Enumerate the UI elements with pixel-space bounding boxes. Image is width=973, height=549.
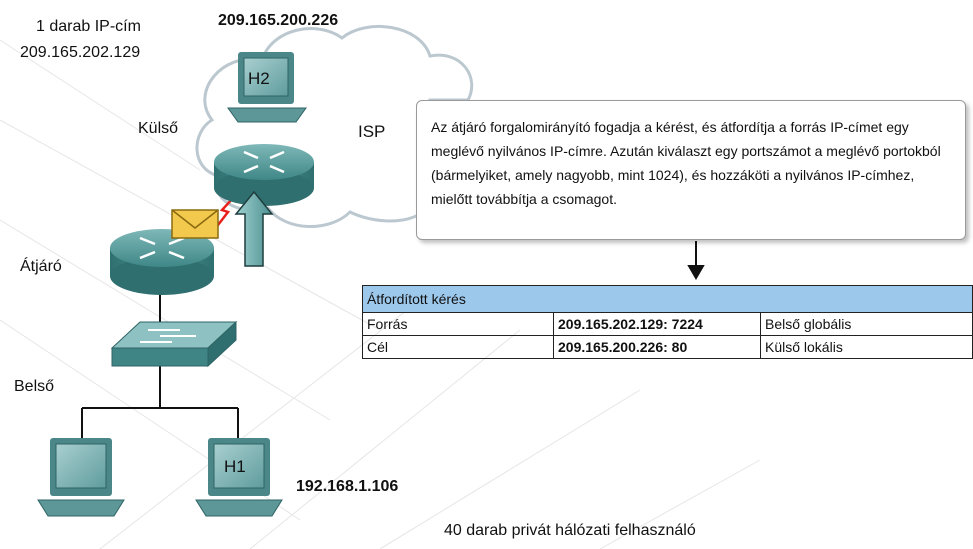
envelope-icon	[171, 209, 219, 239]
outside-label: Külső	[138, 120, 179, 137]
table-title: Átfordított kérés	[362, 285, 973, 313]
gateway-label: Átjáró	[20, 258, 62, 275]
h2-computer	[227, 52, 307, 123]
public-ip-count-label: 1 darab IP-cím	[36, 18, 141, 35]
inside-label: Belső	[14, 378, 55, 395]
h1-host-label: H1	[224, 457, 246, 476]
table-row: Cél 209.165.200.226: 80 Külső lokális	[362, 335, 973, 359]
public-ip-address-label: 209.165.202.129	[20, 44, 141, 61]
scope-cell: Külső lokális	[760, 335, 973, 359]
isp-router	[214, 144, 314, 206]
server-ip-label: 209.165.200.226	[218, 12, 339, 29]
h1-ip-label: 192.168.1.106	[296, 478, 399, 495]
down-arrow-icon	[687, 241, 705, 280]
field-cell: Cél	[362, 335, 554, 359]
h2-host-label: H2	[248, 69, 270, 88]
isp-label: ISP	[358, 122, 386, 141]
address-cell: 209.165.200.226: 80	[553, 335, 761, 359]
table-header-row: Átfordított kérés	[362, 285, 973, 313]
address-cell: 209.165.202.129: 7224	[553, 312, 761, 336]
private-users-caption: 40 darab privát hálózati felhasználó	[444, 522, 696, 539]
inside-pc-left	[37, 438, 125, 517]
up-arrow-icon	[234, 190, 274, 267]
gateway-router	[110, 229, 214, 295]
h1-computer	[195, 438, 283, 517]
switch	[110, 320, 238, 368]
field-cell: Forrás	[362, 312, 554, 336]
explanation-callout: Az átjáró forgalomirányító fogadja a kér…	[416, 100, 966, 240]
scope-cell: Belső globális	[760, 312, 973, 336]
explanation-text: Az átjáró forgalomirányító fogadja a kér…	[431, 119, 941, 207]
table-row: Forrás 209.165.202.129: 7224 Belső globá…	[362, 312, 973, 336]
background-grid	[0, 39, 761, 549]
translated-request-table: Átfordított kérés Forrás 209.165.202.129…	[362, 285, 973, 359]
